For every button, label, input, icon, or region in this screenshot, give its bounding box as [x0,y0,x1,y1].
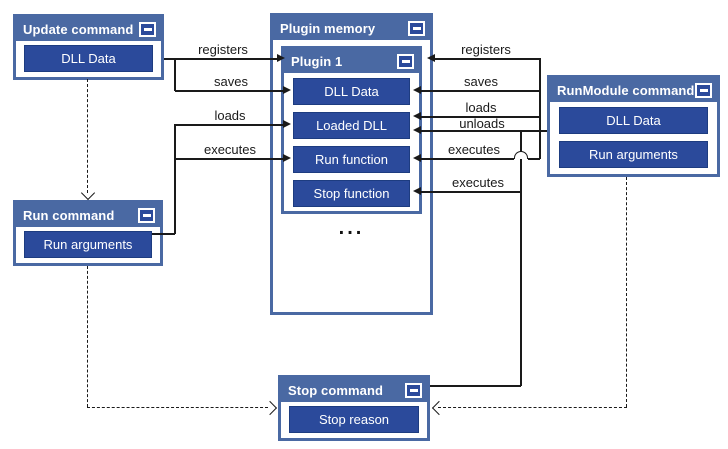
minimize-icon[interactable] [695,82,712,98]
edge-stop-command-riser [520,131,522,386]
edge-run-to-stop-dashed-v [87,266,88,407]
edge-loads-right-line [421,116,540,118]
minimize-icon[interactable] [397,53,414,69]
edge-run-command-riser [174,124,176,234]
window-body: DLL Data [16,41,161,77]
node-stop-reason: Stop reason [289,406,419,433]
edge-registers-right-line [435,58,540,60]
edge-label-saves-right: saves [464,74,498,89]
edge-label-executes-run: executes [447,142,501,157]
edge-runmodule-to-stop-dashed-h [438,407,627,408]
more-plugins-ellipsis: ... [338,217,365,239]
arrowhead-update-to-run [80,185,96,201]
arrowhead-registers-left [277,54,285,62]
minimize-icon[interactable] [139,21,156,37]
edge-loads-left-line [175,124,283,126]
edge-unloads-right-line [421,130,547,132]
window-body: Run arguments [16,227,160,263]
window-title: Stop command [288,382,384,398]
window-body: Stop reason [281,402,427,438]
edge-label-executes-left: executes [203,142,257,157]
line-hop [514,151,528,159]
arrowhead-loads-left [283,120,291,128]
edge-saves-right-line [421,90,540,92]
edge-runmodule-riser [539,58,541,159]
window-body: DLL Data Loaded DLL Run function Stop fu… [284,73,419,212]
titlebar-update-command: Update command [16,17,161,41]
arrowhead-registers-right [427,54,435,62]
window-runmodule-command: RunModule command DLL Data Run arguments [547,75,720,177]
node-run-function: Run function [293,146,410,173]
arrowhead-executes-stop [413,187,421,195]
edge-label-unloads-right: unloads [459,116,505,131]
titlebar-runmodule-command: RunModule command [550,78,717,102]
window-stop-command: Stop command Stop reason [278,375,430,441]
titlebar-run-command: Run command [16,203,160,227]
arrowhead-executes-left [283,154,291,162]
edge-label-loads-right: loads [465,100,497,115]
node-dll-data: DLL Data [559,107,708,134]
edge-executes-run-line-b [528,158,540,160]
arrowhead-saves-right [413,86,421,94]
window-title: Run command [23,207,115,223]
titlebar-plugin-memory: Plugin memory [273,16,430,40]
window-title: Plugin 1 [291,53,343,69]
window-update-command: Update command DLL Data [13,14,164,80]
edge-run-to-stop-dashed-h [87,407,268,408]
edge-label-registers-right: registers [461,42,511,57]
minimize-icon[interactable] [408,20,425,36]
window-plugin-1: Plugin 1 DLL Data Loaded DLL Run functio… [281,46,422,214]
edge-label-saves-left: saves [214,74,248,89]
edge-saves-left-line [175,90,283,92]
minimize-icon[interactable] [405,382,422,398]
edge-label-loads-left: loads [214,108,246,123]
node-run-arguments: Run arguments [24,231,152,258]
node-dll-data: DLL Data [293,78,410,105]
titlebar-plugin-1: Plugin 1 [284,49,419,73]
edge-runmodule-to-stop-dashed-v [626,177,627,407]
node-stop-function: Stop function [293,180,410,207]
edge-label-executes-stop: executes [451,175,505,190]
arrowhead-executes-run [413,154,421,162]
window-plugin-memory: Plugin memory Plugin 1 DLL Data Loaded D… [270,13,433,315]
window-run-command: Run command Run arguments [13,200,163,266]
edge-executes-left-line [175,158,283,160]
window-title: RunModule command [557,82,695,98]
edge-executes-stop-line [421,191,521,193]
window-body: DLL Data Run arguments [550,102,717,174]
arrowhead-saves-left [283,86,291,94]
edge-saves-left-branch [174,58,176,91]
minimize-icon[interactable] [138,207,155,223]
edge-run-command-stub [152,233,175,235]
edge-update-to-run-dashed [87,79,88,193]
node-loaded-dll: Loaded DLL [293,112,410,139]
arrowhead-unloads-right [413,126,421,134]
edge-executes-run-line-a [421,158,514,160]
edge-label-registers-left: registers [198,42,248,57]
window-title: Update command [23,21,134,37]
window-title: Plugin memory [280,20,376,36]
titlebar-stop-command: Stop command [281,378,427,402]
arrowhead-run-to-stop [262,400,278,416]
edge-stop-command-stub [430,385,521,387]
edge-registers-left-line [164,58,277,60]
node-run-arguments: Run arguments [559,141,708,168]
node-dll-data: DLL Data [24,45,153,72]
arrowhead-loads-right [413,112,421,120]
arrowhead-runmodule-to-stop [431,400,447,416]
